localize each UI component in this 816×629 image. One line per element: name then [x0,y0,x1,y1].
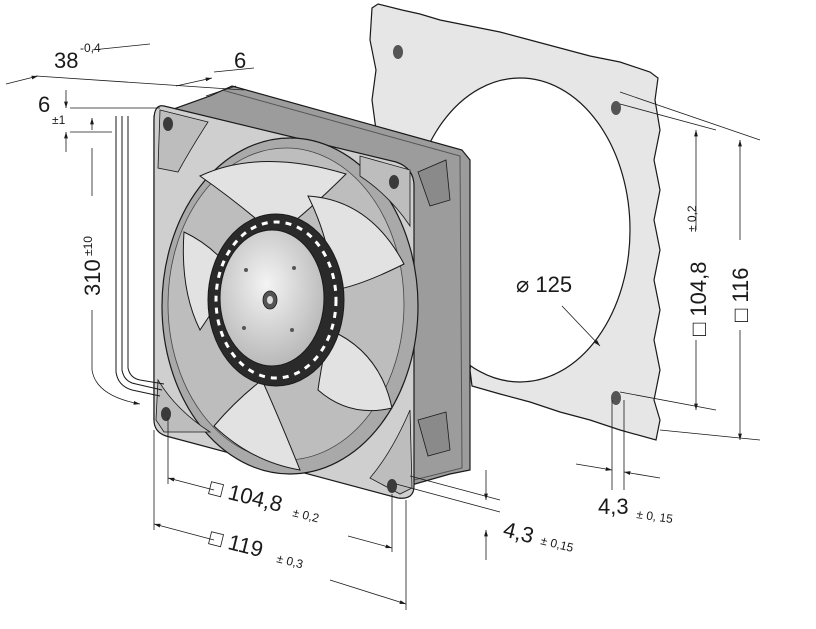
dim-lead-length-310-tol: ±10 [81,236,95,256]
dim-lead-offset-6-tol: ±1 [52,113,66,127]
dim-hole-spacing-grille-tol: ± 0,2 [685,205,699,232]
frame-mount-hole-icon [163,117,173,131]
dim-lead-offset-6: 6 [38,92,50,117]
dim-hole-dia-grille-tol: ± 0, 15 [636,507,675,526]
dim-frame-size: □ 119 [207,525,266,562]
frame-mount-hole-icon [161,407,171,421]
grille-mount-hole-icon [611,391,621,405]
dim-hole-dia-front-tol: ± 0,15 [539,533,575,555]
dim-lead-length-310: 310 [80,259,105,296]
grille-mount-hole-icon [611,101,621,115]
dim-frame-size-tol: ± 0,3 [275,551,305,571]
dim-depth-38-tol: -0,4 [80,41,101,55]
dim-hole-spacing-grille: □ 104,8 [686,262,711,336]
dim-grille-size: □ 116 [728,268,753,322]
dim-hole-dia-grille: 4,3 [598,494,629,519]
dimension-lines [5,43,761,610]
dim-depth-38: 38 [54,48,78,73]
dim-hole-dia-front: 4,3 [501,517,537,549]
grille-mount-hole-icon [393,45,403,59]
impeller [182,161,405,471]
dim-hole-spacing-front-tol: ± 0,2 [291,505,321,525]
dim-hole-spacing-front: □ 104,8 [207,475,285,517]
frame-mount-hole-icon [387,479,397,493]
dim-flange-6: 6 [234,48,246,73]
frame-mount-hole-icon [389,175,399,189]
lead-wires [115,116,165,397]
dim-grille-diameter: ⌀ 125 [516,272,572,297]
